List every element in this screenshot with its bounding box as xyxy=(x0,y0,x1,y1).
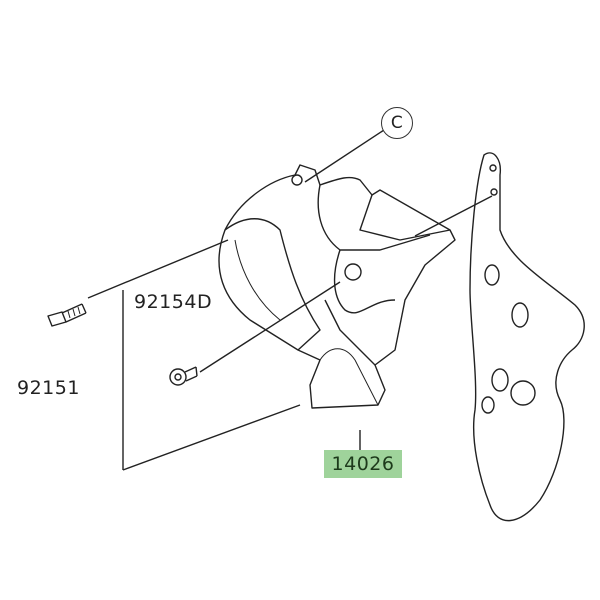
screw-92154d xyxy=(169,366,198,386)
part-label-92151[interactable]: 92151 xyxy=(17,377,80,399)
mounting-bracket xyxy=(469,152,585,522)
leader-lines xyxy=(87,129,493,471)
sprocket-cover xyxy=(218,164,456,409)
bolt-92151 xyxy=(47,303,87,327)
part-label-92154d[interactable]: 92154D xyxy=(134,291,213,313)
part-label-14026-highlighted[interactable]: 14026 xyxy=(324,450,402,478)
reference-c-callout: C xyxy=(381,107,413,139)
